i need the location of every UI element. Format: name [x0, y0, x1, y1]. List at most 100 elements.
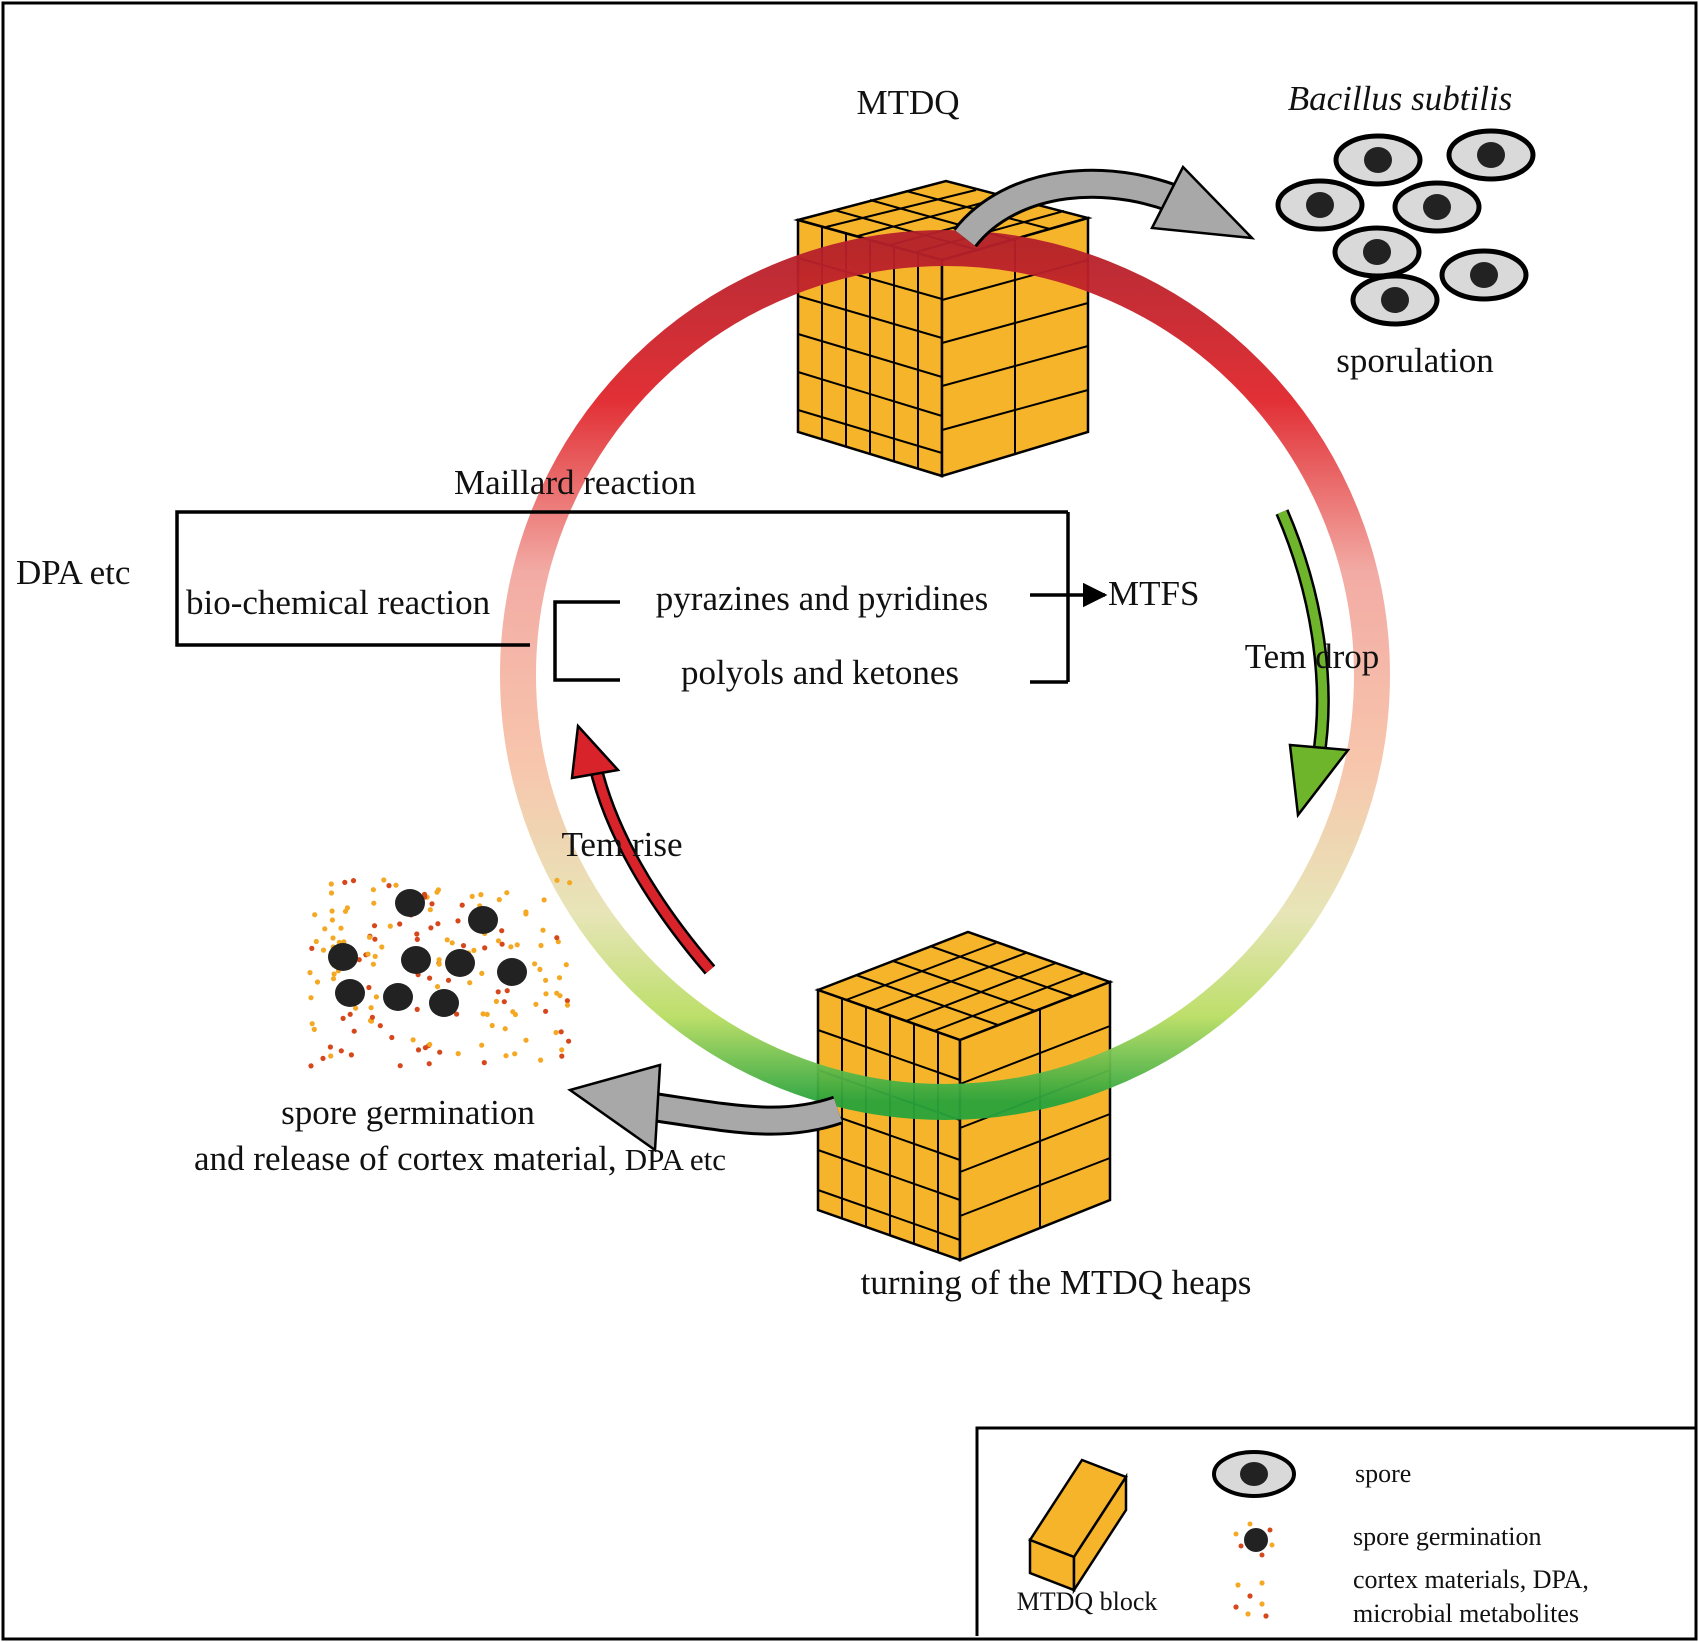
metabolite-dot: [365, 951, 371, 957]
metabolite-dot: [329, 917, 335, 923]
metabolite-dot: [387, 923, 393, 929]
top-cube-label: MTDQ: [856, 83, 959, 122]
metabolite-dot: [436, 957, 442, 963]
metabolite-dot: [543, 1008, 549, 1014]
metabolite-dot: [328, 890, 335, 896]
metabolite-dot: [455, 918, 461, 924]
metabolite-dot: [348, 1052, 354, 1058]
metabolite-dot: [331, 971, 337, 977]
metabolite-dot: [523, 1037, 529, 1043]
tem-rise-arrow: [570, 723, 716, 975]
turning-label: turning of the MTDQ heaps: [861, 1263, 1252, 1302]
metabolite-dot: [389, 1034, 395, 1041]
germinating-spore-icon: [395, 889, 425, 917]
metabolite-dot: [495, 938, 502, 944]
germinating-spore-icon: [468, 906, 498, 934]
tem-drop-arrow: [1275, 509, 1351, 819]
metabolite-dot: [532, 961, 538, 967]
metabolite-dot: [368, 1005, 374, 1011]
metabolite-dot: [414, 1006, 420, 1013]
metabolite-dot: [554, 935, 560, 941]
mtfs-label: MTFS: [1108, 574, 1199, 613]
metabolite-dot: [427, 907, 433, 913]
metabolite-dot: [499, 941, 505, 947]
germinating-spore-icon: [497, 958, 527, 986]
polyols-label: polyols and ketones: [681, 653, 959, 692]
metabolite-dot: [434, 889, 440, 895]
legend: spore spore germination cortex materials…: [975, 1426, 1696, 1636]
metabolite-dot: [455, 1051, 461, 1057]
metabolite-dot: [397, 1063, 403, 1069]
metabolite-dot: [467, 980, 473, 986]
biochemical-label: bio-chemical reaction: [186, 583, 490, 622]
metabolite-dot: [567, 880, 573, 886]
metabolite-dot: [504, 890, 510, 896]
legend-germination-icon: [1233, 1521, 1275, 1558]
metabolite-dot: [537, 966, 543, 973]
metabolite-dot: [543, 991, 549, 997]
germinating-spore-icon: [445, 949, 475, 977]
metabolite-dot: [422, 1045, 428, 1051]
metabolite-dot: [479, 1042, 485, 1048]
metabolite-dot: [338, 925, 344, 931]
metabolite-dot: [503, 1053, 509, 1059]
metabolite-dot: [480, 1011, 486, 1017]
metabolite-dot: [313, 938, 319, 945]
metabolite-dot: [377, 1023, 383, 1029]
spore-icon: [1275, 178, 1365, 232]
metabolite-dot: [350, 878, 357, 884]
germinating-spore-icon: [383, 983, 413, 1011]
temperature-ring: [500, 230, 1390, 1120]
metabolite-dot: [469, 893, 475, 900]
metabolite-dot: [314, 979, 321, 985]
metabolite-dot: [371, 900, 377, 906]
germinating-spore-icon: [335, 979, 365, 1007]
metabolite-dot: [311, 1026, 317, 1032]
metabolite-dot: [543, 977, 549, 983]
metabolite-dot: [554, 990, 560, 996]
metabolite-dot: [454, 1011, 460, 1017]
metabolite-dot: [556, 975, 563, 981]
metabolite-dot: [366, 934, 373, 940]
metabolite-dot: [329, 908, 335, 914]
metabolite-dot: [328, 1053, 334, 1059]
metabolite-dot: [445, 977, 452, 983]
metabolite-dot: [502, 1026, 508, 1032]
metabolite-dot: [410, 1037, 416, 1043]
metabolite-dot: [328, 881, 334, 887]
metabolite-dot: [566, 1038, 572, 1044]
sporulation-arrow: [953, 164, 1256, 248]
metabolite-dot: [370, 887, 376, 893]
maillard-label: Maillard reaction: [454, 463, 696, 502]
metabolite-dot: [320, 1055, 326, 1061]
metabolite-dot: [312, 912, 318, 918]
spore-icon: [1439, 248, 1529, 302]
organism-label: Bacillus subtilis: [1288, 79, 1513, 118]
metabolite-dot: [495, 989, 501, 995]
metabolite-dot: [414, 931, 420, 937]
metabolite-dot: [372, 936, 378, 942]
metabolite-dot: [493, 998, 499, 1005]
legend-block-icon: [1028, 1458, 1128, 1595]
metabolite-dot: [558, 1029, 564, 1035]
metabolite-dot: [559, 1047, 565, 1053]
metabolite-dot: [444, 937, 450, 943]
metabolite-dot: [538, 942, 544, 949]
dpa-label: DPA etc: [16, 553, 130, 592]
germinating-spore-icon: [429, 989, 459, 1017]
metabolite-dot: [427, 1041, 433, 1048]
metabolite-dot: [342, 879, 348, 886]
metabolite-dot: [553, 1029, 559, 1036]
metabolite-dot: [471, 947, 477, 954]
metabolite-dot: [564, 1002, 571, 1008]
metabolite-dot: [540, 927, 546, 933]
metabolite-dot: [327, 1044, 333, 1050]
metabolite-dot: [484, 1011, 490, 1018]
top-mtdq-cube: [793, 179, 1093, 478]
metabolite-dot: [496, 897, 502, 903]
spore-icon: [1392, 180, 1482, 234]
germinating-spore-icon: [328, 943, 358, 971]
spore-icon: [1350, 273, 1440, 327]
